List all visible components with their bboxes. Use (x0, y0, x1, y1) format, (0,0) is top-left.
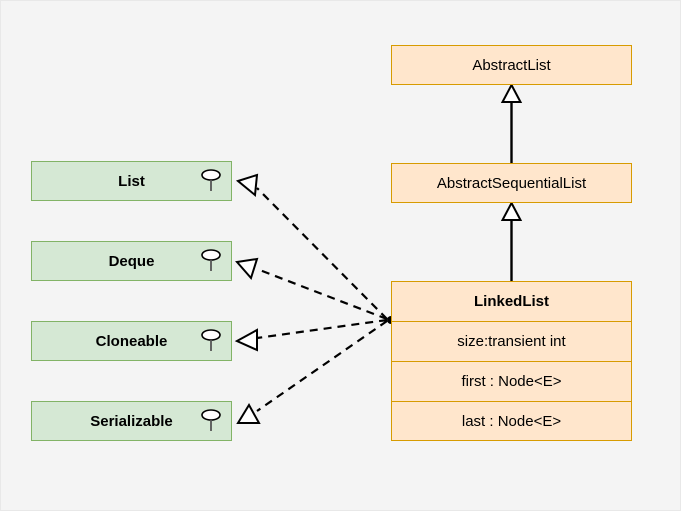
realization-linkedlist-to-list (235, 173, 388, 320)
class-box-abstract-list[interactable]: AbstractList (391, 45, 632, 85)
generalization-abstractsequentiallist-to-abstractlist (500, 82, 523, 163)
class-box-abstract-sequential-list[interactable]: AbstractSequentialList (391, 163, 632, 203)
interface-lollipop-icon (201, 249, 221, 271)
interface-name-list: List (118, 172, 145, 190)
class-name-abstract-sequential-list: AbstractSequentialList (436, 174, 587, 192)
realization-linkedlist-to-serializable (236, 320, 388, 424)
class-attribute-size: size:transient int (392, 321, 631, 361)
realization-linkedlist-to-deque (235, 257, 388, 321)
interface-name-cloneable: Cloneable (95, 332, 168, 350)
generalization-linkedlist-to-abstractsequentiallist (500, 200, 523, 281)
class-name-abstract-list: AbstractList (472, 56, 551, 74)
interface-box-cloneable[interactable]: Cloneable (31, 321, 232, 361)
interface-box-deque[interactable]: Deque (31, 241, 232, 281)
interface-lollipop-icon (201, 169, 221, 191)
interface-lollipop-icon (201, 409, 221, 431)
interface-lollipop-icon (201, 329, 221, 351)
interface-name-serializable: Serializable (90, 412, 173, 430)
class-attribute-last: last : Node<E> (392, 401, 631, 440)
realization-linkedlist-to-cloneable (234, 318, 388, 352)
class-name-linked-list: LinkedList (473, 293, 549, 310)
class-attribute-first: first : Node<E> (392, 361, 631, 401)
class-box-linked-list[interactable]: LinkedList size:transient int first : No… (391, 281, 632, 441)
interface-box-list[interactable]: List (31, 161, 232, 201)
interface-name-deque: Deque (108, 252, 155, 270)
interface-box-serializable[interactable]: Serializable (31, 401, 232, 441)
